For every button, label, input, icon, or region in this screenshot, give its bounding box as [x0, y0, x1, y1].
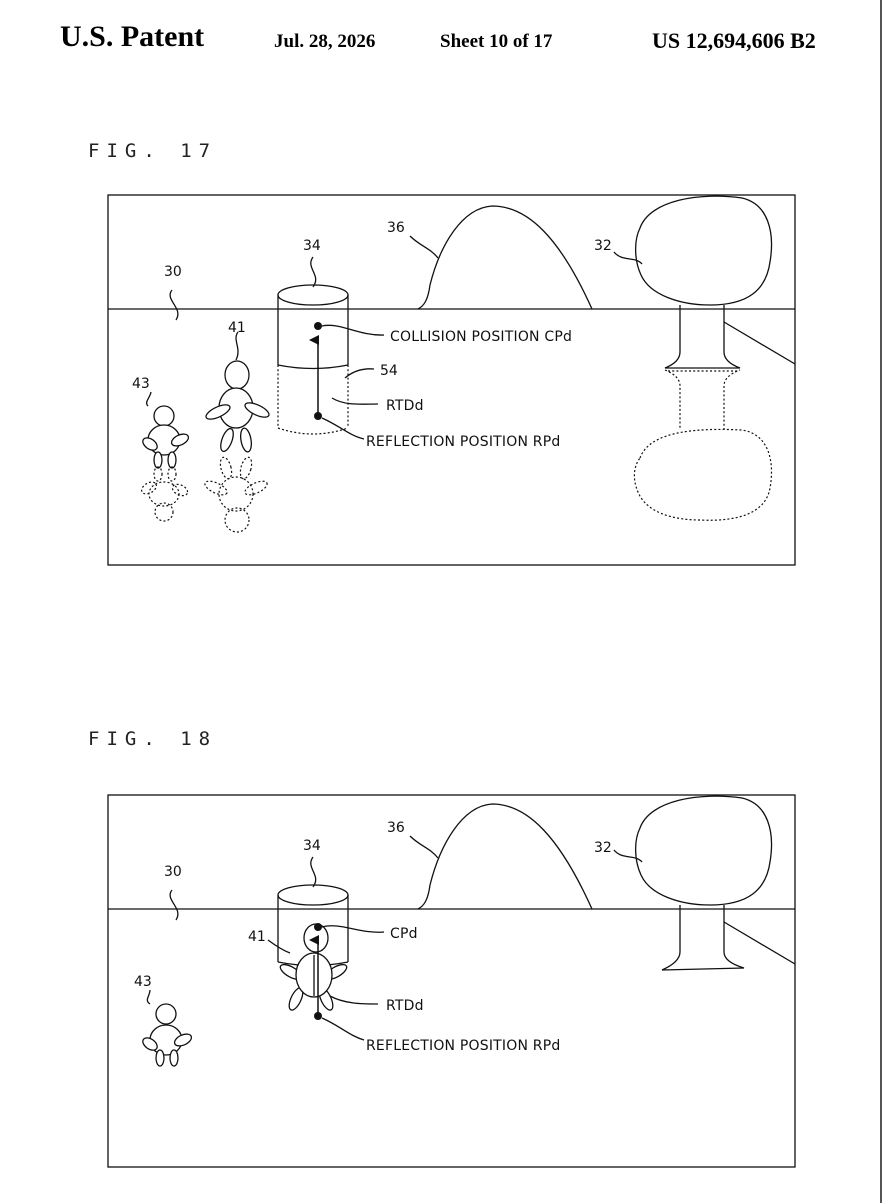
fig18-ref-36: 36 — [387, 820, 405, 836]
fig18-label: FIG. 18 — [88, 728, 218, 750]
fig17-drawing: 30 34 36 32 41 43 54 COLLISION POSITION … — [107, 194, 796, 566]
page-edge-line — [880, 0, 882, 1203]
fig18-character-41 — [279, 923, 348, 1011]
header-patent-number: US 12,694,606 B2 — [652, 28, 816, 53]
fig18-character-43 — [142, 989, 193, 1067]
fig17-tree-crown — [634, 195, 773, 306]
fig17-character-43 — [141, 391, 190, 522]
fig18-caption-rtd: RTDd — [386, 998, 424, 1014]
fig18-ref-34: 34 — [303, 838, 321, 854]
fig18-tree-crown — [634, 795, 773, 906]
fig18-drawing: 30 34 36 32 41 43 CPd RTDd REFLECTION PO… — [107, 794, 796, 1168]
fig17-caption-collision: COLLISION POSITION CPd — [390, 329, 572, 345]
fig17-collision-point — [314, 322, 322, 330]
fig18-ref-43: 43 — [134, 974, 152, 990]
header-date: Jul. 28, 2026 — [274, 31, 376, 52]
fig17-caption-rtd: RTDd — [386, 398, 424, 414]
fig18-mountain — [417, 803, 593, 910]
fig17-ref-36: 36 — [387, 220, 405, 236]
fig17-ref-32: 32 — [594, 238, 612, 254]
fig17-tree-reflection — [633, 428, 773, 521]
fig18-cylinder — [277, 884, 349, 906]
fig17-character-41 — [204, 331, 270, 533]
fig18-ref-30: 30 — [164, 864, 182, 880]
fig17-frame — [107, 194, 796, 566]
fig17-ref-54: 54 — [380, 363, 398, 379]
fig17-label: FIG. 17 — [88, 140, 218, 162]
fig17-caption-reflection: REFLECTION POSITION RPd — [366, 434, 560, 450]
fig18-ref-41: 41 — [248, 929, 266, 945]
fig17-ref-34: 34 — [303, 238, 321, 254]
fig17-cylinder — [277, 284, 349, 306]
fig18-caption-reflection: REFLECTION POSITION RPd — [366, 1038, 560, 1054]
fig18-ref-32: 32 — [594, 840, 612, 856]
fig18-frame — [107, 794, 796, 1168]
fig17-mountain — [417, 205, 593, 310]
fig17-ref-43: 43 — [132, 376, 150, 392]
fig17-ref-30: 30 — [164, 264, 182, 280]
fig18-caption-collision: CPd — [390, 926, 418, 942]
header-sheet-number: Sheet 10 of 17 — [440, 31, 553, 52]
fig17-ref-41: 41 — [228, 320, 246, 336]
fig18-collision-point — [314, 923, 322, 931]
header-patent-title: U.S. Patent — [60, 20, 205, 53]
